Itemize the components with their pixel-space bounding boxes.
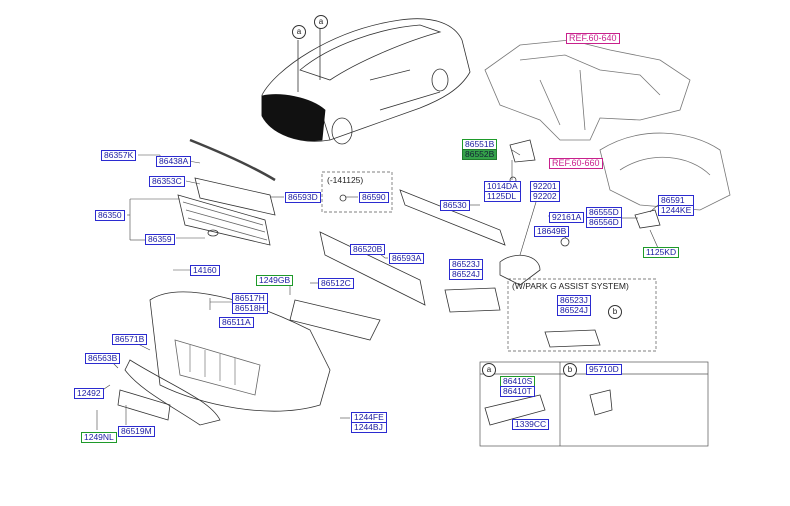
fog-cover-park-assist	[544, 329, 601, 348]
part-label-86438A[interactable]: 86438A	[156, 156, 192, 167]
callout-a-car-1: a	[292, 25, 306, 39]
highlighted-bumper	[261, 94, 326, 141]
part-label-86590[interactable]: 86590	[359, 192, 389, 203]
side-bracket	[634, 209, 661, 229]
part-label-14160[interactable]: 14160	[190, 265, 220, 276]
park-assist-note: (W/PARK G ASSIST SYSTEM)	[512, 281, 629, 291]
air-guide	[484, 394, 546, 426]
fog-cover	[444, 287, 501, 313]
body-panel-illustration	[484, 39, 731, 211]
callout-a-detail: a	[482, 363, 496, 377]
bracket	[509, 139, 536, 163]
part-label-1244BJ[interactable]: 1244BJ	[351, 422, 387, 433]
part-label-1244KE[interactable]: 1244KE	[658, 205, 695, 216]
upper-grille	[194, 177, 276, 216]
date-range-note: (-141125)	[327, 175, 364, 185]
callout-b-park: b	[608, 305, 622, 319]
part-label-86519M[interactable]: 86519M	[118, 426, 155, 437]
ref-label-top[interactable]: REF.60-640	[566, 33, 620, 44]
part-label-86511A[interactable]: 86511A	[219, 317, 254, 328]
ref-label-mid[interactable]: REF.60-660	[549, 158, 603, 169]
callout-a-car-2: a	[314, 15, 328, 29]
part-label-86530[interactable]: 86530	[440, 200, 470, 211]
fog-lamp-bulb	[560, 237, 570, 247]
lower-grille	[289, 299, 381, 341]
part-label-12492[interactable]: 12492	[74, 388, 104, 399]
molding-strip	[189, 138, 276, 182]
part-label-92202[interactable]: 92202	[530, 191, 560, 202]
fog-lamp-bezel	[499, 254, 541, 286]
part-label-86552B[interactable]: 86552B	[462, 149, 498, 160]
clip	[339, 194, 347, 202]
part-label-86571B[interactable]: 86571B	[112, 334, 148, 345]
crash-beam	[399, 189, 506, 246]
part-label-1125KD[interactable]: 1125KD	[643, 247, 680, 258]
part-label-18649B[interactable]: 18649B	[534, 226, 570, 237]
date-range-box	[321, 171, 393, 213]
park-sensor	[589, 389, 613, 416]
part-label-86524J-park[interactable]: 86524J	[557, 305, 591, 316]
lip-spoiler	[124, 359, 221, 426]
part-label-86593D[interactable]: 86593D	[285, 192, 321, 203]
bumper-absorber	[319, 231, 426, 306]
part-label-86410T[interactable]: 86410T	[500, 386, 536, 397]
part-label-86563B[interactable]: 86563B	[85, 353, 121, 364]
part-label-86518H[interactable]: 86518H	[232, 303, 268, 314]
part-label-1339CC[interactable]: 1339CC	[512, 419, 550, 430]
radiator-grille	[177, 194, 271, 246]
detail-frame	[479, 361, 709, 447]
part-label-92161A[interactable]: 92161A	[549, 212, 585, 223]
part-label-1249GB[interactable]: 1249GB	[256, 275, 294, 286]
callout-b-detail: b	[563, 363, 577, 377]
part-label-86556D[interactable]: 86556D	[586, 217, 622, 228]
part-label-86353C[interactable]: 86353C	[149, 176, 185, 187]
part-label-86350[interactable]: 86350	[95, 210, 125, 221]
part-label-1125DL[interactable]: 1125DL	[484, 191, 521, 202]
part-label-86512C[interactable]: 86512C	[318, 278, 354, 289]
part-label-86593A[interactable]: 86593A	[389, 253, 425, 264]
part-label-86359[interactable]: 86359	[145, 234, 175, 245]
part-label-86357K[interactable]: 86357K	[101, 150, 137, 161]
part-label-86520B[interactable]: 86520B	[350, 244, 386, 255]
part-label-95710D[interactable]: 95710D	[586, 364, 622, 375]
part-label-86524J[interactable]: 86524J	[449, 269, 483, 280]
part-label-1249NL[interactable]: 1249NL	[81, 432, 117, 443]
license-bracket	[117, 389, 171, 421]
